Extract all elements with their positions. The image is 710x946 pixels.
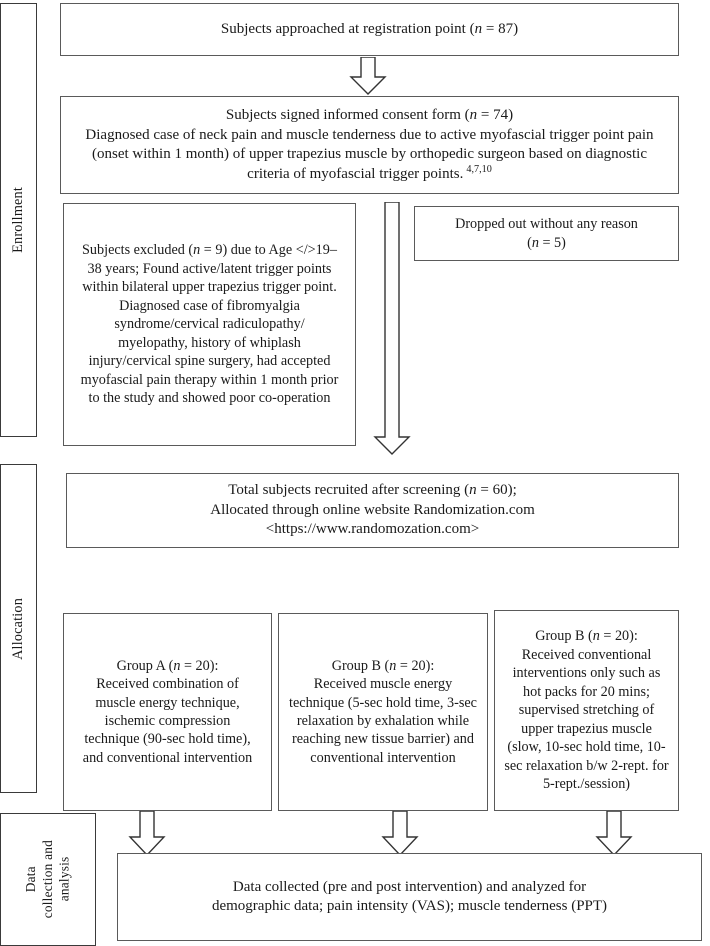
box-group-a-text: Group A (n = 20): Received combination o… — [64, 655, 271, 770]
box-subjects-approached-text: Subjects approached at registration poin… — [220, 20, 519, 37]
box-group-c: Group B (n = 20): Received conventional … — [494, 610, 679, 811]
stage-label-enrollment: Enrollment — [9, 187, 26, 253]
box-data-analysis-line2: demographic data; pain intensity (VAS); … — [211, 898, 608, 914]
box-data-analysis-text: Data collected (pre and post interventio… — [118, 876, 701, 919]
box-group-b-body: Received muscle energy technique (5-sec … — [289, 676, 477, 766]
stage-label-allocation: Allocation — [9, 597, 26, 660]
box-total-recruited-line3: <https://www.randomozation.com> — [265, 521, 480, 538]
arrow-group-b-to-analysis — [381, 811, 419, 857]
box-dropped-out: Dropped out without any reason (n = 5) — [414, 206, 679, 261]
box-group-c-title: Group B (n = 20): — [535, 628, 638, 645]
stage-box-data-collection: Data collection and analysis — [0, 813, 96, 946]
box-group-a: Group A (n = 20): Received combination o… — [63, 613, 272, 811]
box-total-recruited-line2: Allocated through online website Randomi… — [210, 501, 535, 518]
box-group-b-title: Group B (n = 20): — [331, 657, 435, 674]
box-group-b-text: Group B (n = 20): Received muscle energy… — [279, 655, 487, 770]
box-group-c-body: Received conventional interventions only… — [504, 646, 669, 793]
box-group-c-text: Group B (n = 20): Received conventional … — [495, 625, 678, 795]
box-informed-consent-text: Subjects signed informed consent form (n… — [61, 104, 678, 186]
box-subjects-excluded-text: Subjects excluded (n = 9) due to Age </>… — [80, 242, 339, 407]
box-data-analysis-line1: Data collected (pre and post interventio… — [232, 878, 587, 895]
box-total-recruited-text: Total subjects recruited after screening… — [67, 479, 678, 542]
box-total-recruited-line1: Total subjects recruited after screening… — [228, 482, 517, 499]
stage-label-data-collection: Data collection and analysis — [22, 840, 72, 919]
box-dropped-out-line1: Dropped out without any reason — [455, 216, 638, 233]
box-informed-consent-references: 4,7,10 — [466, 163, 492, 175]
box-group-b: Group B (n = 20): Received muscle energy… — [278, 613, 488, 811]
arrow-consent-to-recruited — [373, 202, 411, 456]
arrow-approached-to-consent — [349, 57, 387, 96]
box-group-a-body: Received combination of muscle energy te… — [82, 676, 253, 766]
stage-box-allocation: Allocation — [0, 464, 37, 793]
arrow-group-a-to-analysis — [128, 811, 166, 857]
stage-box-enrollment: Enrollment — [0, 3, 37, 437]
box-group-a-title: Group A (n = 20): — [116, 657, 219, 674]
box-total-recruited: Total subjects recruited after screening… — [66, 473, 679, 548]
box-subjects-approached: Subjects approached at registration poin… — [60, 3, 679, 56]
box-dropped-out-text: Dropped out without any reason (n = 5) — [415, 213, 678, 254]
box-informed-consent-line1: Subjects signed informed consent form (n… — [225, 107, 514, 123]
box-informed-consent-line2: Diagnosed case of neck pain and muscle t… — [85, 126, 654, 182]
arrow-group-c-to-analysis — [595, 811, 633, 857]
box-dropped-out-line2: (n = 5) — [527, 234, 566, 251]
box-data-analysis: Data collected (pre and post interventio… — [117, 853, 702, 941]
box-subjects-excluded: Subjects excluded (n = 9) due to Age </>… — [63, 203, 356, 446]
box-informed-consent: Subjects signed informed consent form (n… — [60, 96, 679, 194]
